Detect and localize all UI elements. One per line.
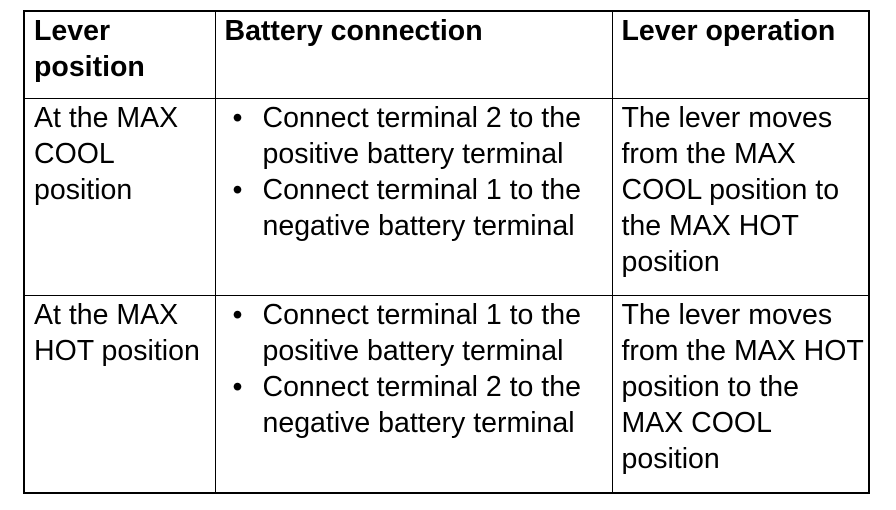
header-battery-connection: Battery connection (214, 10, 613, 99)
header-lever-position: Lever position (23, 10, 216, 99)
bullet-icon: • (232, 299, 243, 331)
bullet-icon: • (232, 102, 243, 134)
list-item: • Connect terminal 1 to the negative bat… (225, 172, 612, 244)
table-header-row: Lever position Battery connection Lever … (23, 10, 870, 99)
list-item: • Connect terminal 1 to the positive bat… (225, 297, 612, 369)
list-item: • Connect terminal 2 to the negative bat… (225, 369, 612, 441)
header-lever-operation: Lever operation (611, 10, 870, 99)
lever-operation-table: Lever position Battery connection Lever … (23, 10, 870, 494)
lever-position-cell: At the MAX HOT position (23, 295, 216, 494)
lever-position-cell: At the MAX COOL position (23, 98, 216, 296)
battery-connection-cell: • Connect terminal 1 to the positive bat… (214, 295, 613, 494)
list-item-text: Connect terminal 2 to the positive batte… (262, 102, 581, 170)
table-row: At the MAX COOL position • Connect termi… (23, 98, 870, 296)
battery-connection-list: • Connect terminal 1 to the positive bat… (225, 297, 612, 441)
lever-operation-cell: The lever moves from the MAX COOL positi… (611, 98, 870, 296)
battery-connection-cell: • Connect terminal 2 to the positive bat… (214, 98, 613, 296)
lever-operation-cell: The lever moves from the MAX HOT positio… (611, 295, 870, 494)
table-row: At the MAX HOT position • Connect termin… (23, 295, 870, 494)
bullet-icon: • (232, 174, 243, 206)
list-item: • Connect terminal 2 to the positive bat… (225, 100, 612, 172)
battery-connection-list: • Connect terminal 2 to the positive bat… (225, 100, 612, 244)
bullet-icon: • (232, 371, 243, 403)
list-item-text: Connect terminal 1 to the positive batte… (262, 299, 581, 367)
list-item-text: Connect terminal 2 to the negative batte… (262, 371, 581, 439)
list-item-text: Connect terminal 1 to the negative batte… (262, 174, 581, 242)
